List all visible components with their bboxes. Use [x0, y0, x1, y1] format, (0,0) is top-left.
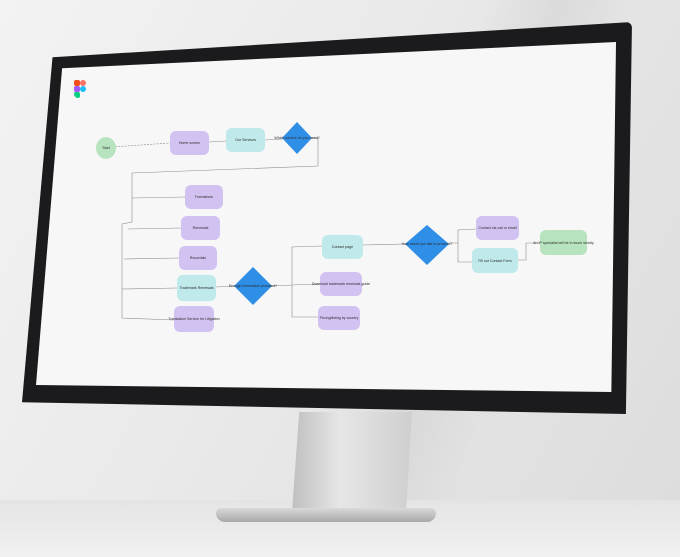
node-pricing[interactable]: Pricing/listing by country — [318, 306, 360, 330]
node-home-screen[interactable]: Home screen — [170, 131, 209, 155]
node-our-services-label: Our Services — [235, 138, 256, 142]
node-download-guide-label: Download trademark renewals guide — [312, 282, 370, 286]
figma-logo-coral-part — [80, 80, 86, 86]
node-decision-info-label: Enough information provided? — [229, 284, 277, 288]
connector-lines — [111, 137, 540, 321]
node-renewals[interactable]: Renewals — [181, 216, 220, 240]
figma-logo-green-part — [74, 92, 80, 98]
figma-logo-red-part — [74, 80, 80, 86]
monitor-stand — [292, 412, 412, 512]
node-pricing-label: Pricing/listing by country — [320, 316, 359, 320]
node-ip-specialist[interactable]: An IP specialist will be in touch shortl… — [533, 230, 594, 255]
node-trademark-renewals[interactable]: Trademark Renewals — [177, 275, 216, 301]
figma-logo-icon[interactable] — [74, 80, 88, 104]
monitor-stand-base — [216, 508, 436, 522]
node-decision-info[interactable]: Enough information provided? — [229, 267, 277, 305]
node-translation-service-label: Translation Service for Litigation — [168, 317, 219, 321]
node-fill-contact-form[interactable]: Fill out Contact Form — [472, 248, 518, 273]
node-recordals[interactable]: Recordals — [179, 246, 217, 270]
node-download-guide[interactable]: Download trademark renewals guide — [312, 272, 370, 296]
node-formations[interactable]: Formations — [185, 185, 223, 209]
node-translation-service[interactable]: Translation Service for Litigation — [168, 306, 220, 332]
node-contact-page[interactable]: Contact page — [322, 235, 363, 259]
node-formations-label: Formations — [195, 195, 213, 199]
node-our-services[interactable]: Our Services — [226, 128, 265, 152]
node-home-screen-label: Home screen — [179, 141, 200, 145]
node-decision-proceed-label: How would you like to proceed? — [402, 242, 453, 246]
node-decision-service-label: Which service do you need? — [274, 136, 319, 140]
node-contact-page-label: Contact page — [332, 245, 353, 249]
node-decision-service[interactable]: Which service do you need? — [274, 122, 320, 154]
node-ip-specialist-label: An IP specialist will be in touch shortl… — [533, 241, 594, 245]
node-start[interactable]: Start — [96, 137, 116, 159]
node-start-label: Start — [102, 146, 110, 150]
node-trademark-renewals-label: Trademark Renewals — [179, 286, 213, 290]
node-recordals-label: Recordals — [190, 256, 206, 260]
monitor-screen — [36, 42, 616, 392]
node-fill-contact-form-label: Fill out Contact Form — [478, 259, 511, 263]
figma-logo-blue-part — [80, 86, 86, 92]
node-contact-call[interactable]: Contact via call or email — [476, 216, 519, 240]
figma-logo-purple-part — [74, 86, 80, 92]
node-decision-proceed[interactable]: How would you like to proceed? — [402, 225, 453, 265]
node-renewals-label: Renewals — [193, 226, 209, 230]
node-contact-call-label: Contact via call or email — [478, 226, 516, 230]
